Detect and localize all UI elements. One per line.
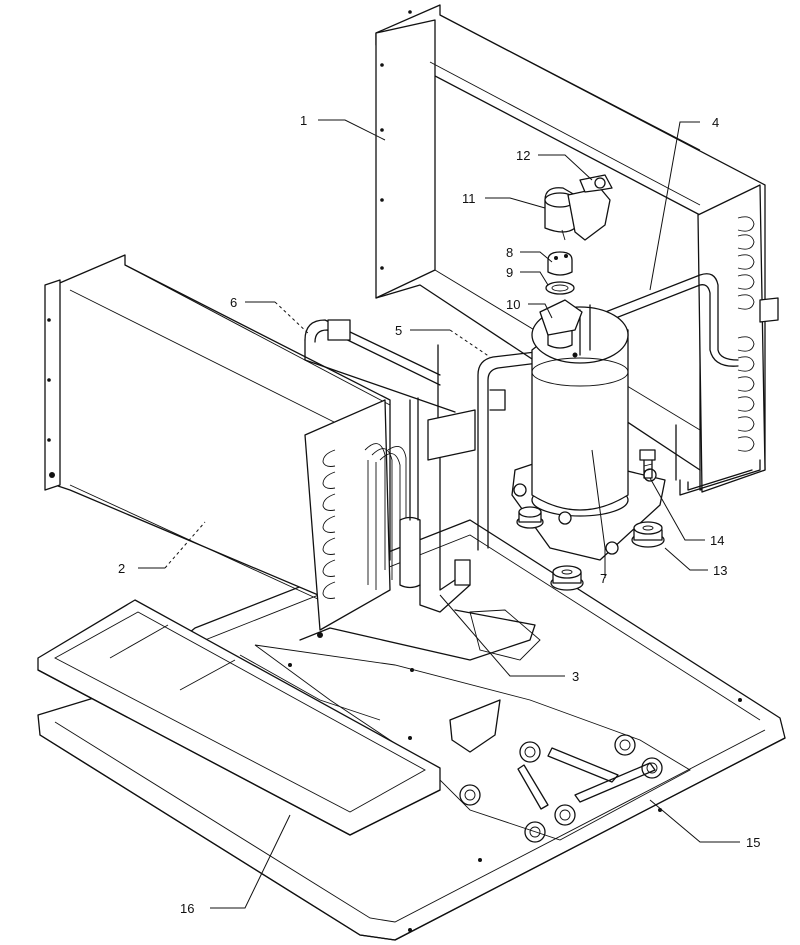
accumulator-tubing — [299, 344, 536, 661]
condenser-coil — [375, 4, 766, 496]
callout-3: 3 — [572, 669, 579, 684]
drain-tray — [37, 599, 441, 836]
callout-11: 11 — [462, 191, 476, 206]
callout-1: 1 — [300, 113, 307, 128]
condenser-return-bends — [737, 216, 755, 452]
terminal-block — [547, 251, 573, 276]
callout-7: 7 — [600, 571, 607, 586]
compressor — [511, 304, 666, 561]
callout-labels: 1 2 3 4 5 6 7 8 9 10 11 12 13 14 15 16 — [118, 113, 760, 916]
discharge-tube — [304, 319, 456, 413]
terminal-cover — [544, 174, 613, 241]
grommets — [516, 506, 665, 591]
callout-6: 6 — [230, 295, 237, 310]
callout-2: 2 — [118, 561, 125, 576]
terminal-mount — [539, 299, 583, 336]
callout-5: 5 — [395, 323, 402, 338]
gasket — [545, 281, 575, 295]
callout-15: 15 — [746, 835, 760, 850]
leader-lines — [138, 119, 740, 909]
condenser-line — [584, 273, 779, 367]
callout-4: 4 — [712, 115, 719, 130]
base-pan — [37, 519, 786, 941]
callout-13: 13 — [713, 563, 727, 578]
mount-bolt — [639, 449, 656, 479]
callout-8: 8 — [506, 245, 513, 260]
callout-10: 10 — [506, 297, 520, 312]
suction-tube — [477, 344, 596, 551]
callout-16: 16 — [180, 901, 194, 916]
callout-9: 9 — [506, 265, 513, 280]
evaporator-coil — [44, 254, 407, 638]
callout-14: 14 — [710, 533, 724, 548]
callout-12: 12 — [516, 148, 530, 163]
evaporator-return-bends — [322, 449, 336, 599]
